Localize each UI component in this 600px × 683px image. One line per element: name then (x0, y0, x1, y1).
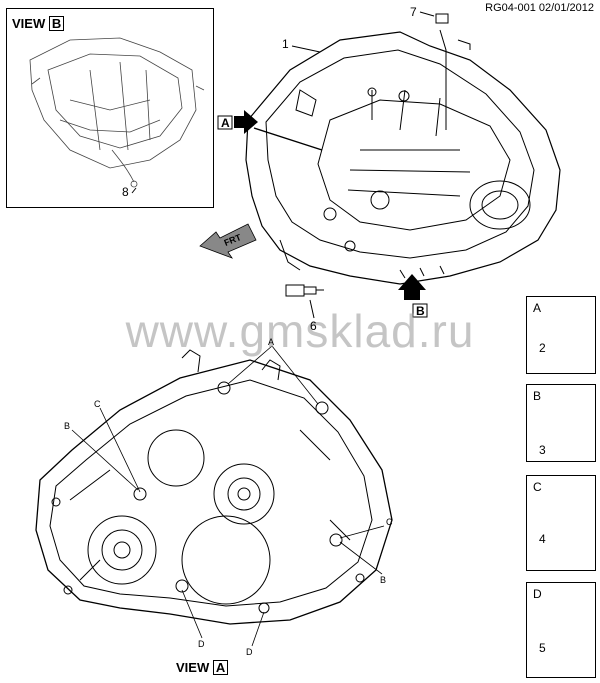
part-box-c-letter: C (533, 480, 542, 494)
view-a-marker-a: A (268, 337, 275, 347)
part-box-b-number: 3 (539, 443, 546, 457)
plug-7-drawing (435, 13, 449, 24)
callout-8: 8 (122, 185, 129, 199)
view-a-marker-c-left: C (94, 399, 101, 409)
view-a-marker-d-right: D (246, 647, 253, 657)
arrow-a-letter: A (221, 116, 230, 130)
callout-7: 7 (410, 5, 417, 19)
part-box-a: A 2 (526, 296, 596, 374)
view-b-title-prefix: VIEW (12, 16, 46, 31)
part-box-b-letter: B (533, 389, 542, 403)
part-box-c-number: 4 (539, 532, 546, 546)
drawing-code: RG04-001 02/01/2012 (485, 2, 594, 14)
callout-6: 6 (310, 319, 317, 333)
part-box-a-number: 2 (539, 341, 546, 355)
view-a-housing-drawing (35, 349, 393, 625)
part-box-d: D 5 (526, 582, 596, 678)
frt-arrow (199, 223, 257, 259)
part-box-c: C 4 (526, 475, 596, 571)
callout-1: 1 (282, 37, 289, 51)
part-box-d-letter: D (533, 587, 542, 601)
part-box-a-letter: A (533, 301, 542, 315)
watermark: www.gmsklad.ru (125, 305, 475, 357)
arrow-b-indicator (398, 274, 428, 318)
main-transmission-drawing (245, 29, 561, 285)
view-b-transmission-drawing (29, 37, 205, 188)
sensor-6-drawing (285, 284, 324, 297)
view-a-marker-b-right: B (380, 575, 387, 585)
view-a-leaders (71, 345, 385, 647)
view-a-marker-c-right: C (386, 517, 393, 527)
view-b-frame (6, 8, 214, 208)
arrow-a-indicator (217, 110, 258, 134)
view-a-title-letter: A (212, 660, 229, 675)
part-box-d-number: 5 (539, 641, 546, 655)
part-box-b: B 3 (526, 384, 596, 462)
view-b-title: VIEW B (12, 16, 65, 31)
view-a-marker-b-left: B (64, 421, 71, 431)
view-a-title: VIEW A (176, 660, 229, 675)
view-b-title-letter: B (48, 16, 65, 31)
arrow-b-letter: B (416, 304, 425, 318)
view-a-title-prefix: VIEW (176, 660, 210, 675)
view-a-marker-d-left: D (198, 639, 205, 649)
